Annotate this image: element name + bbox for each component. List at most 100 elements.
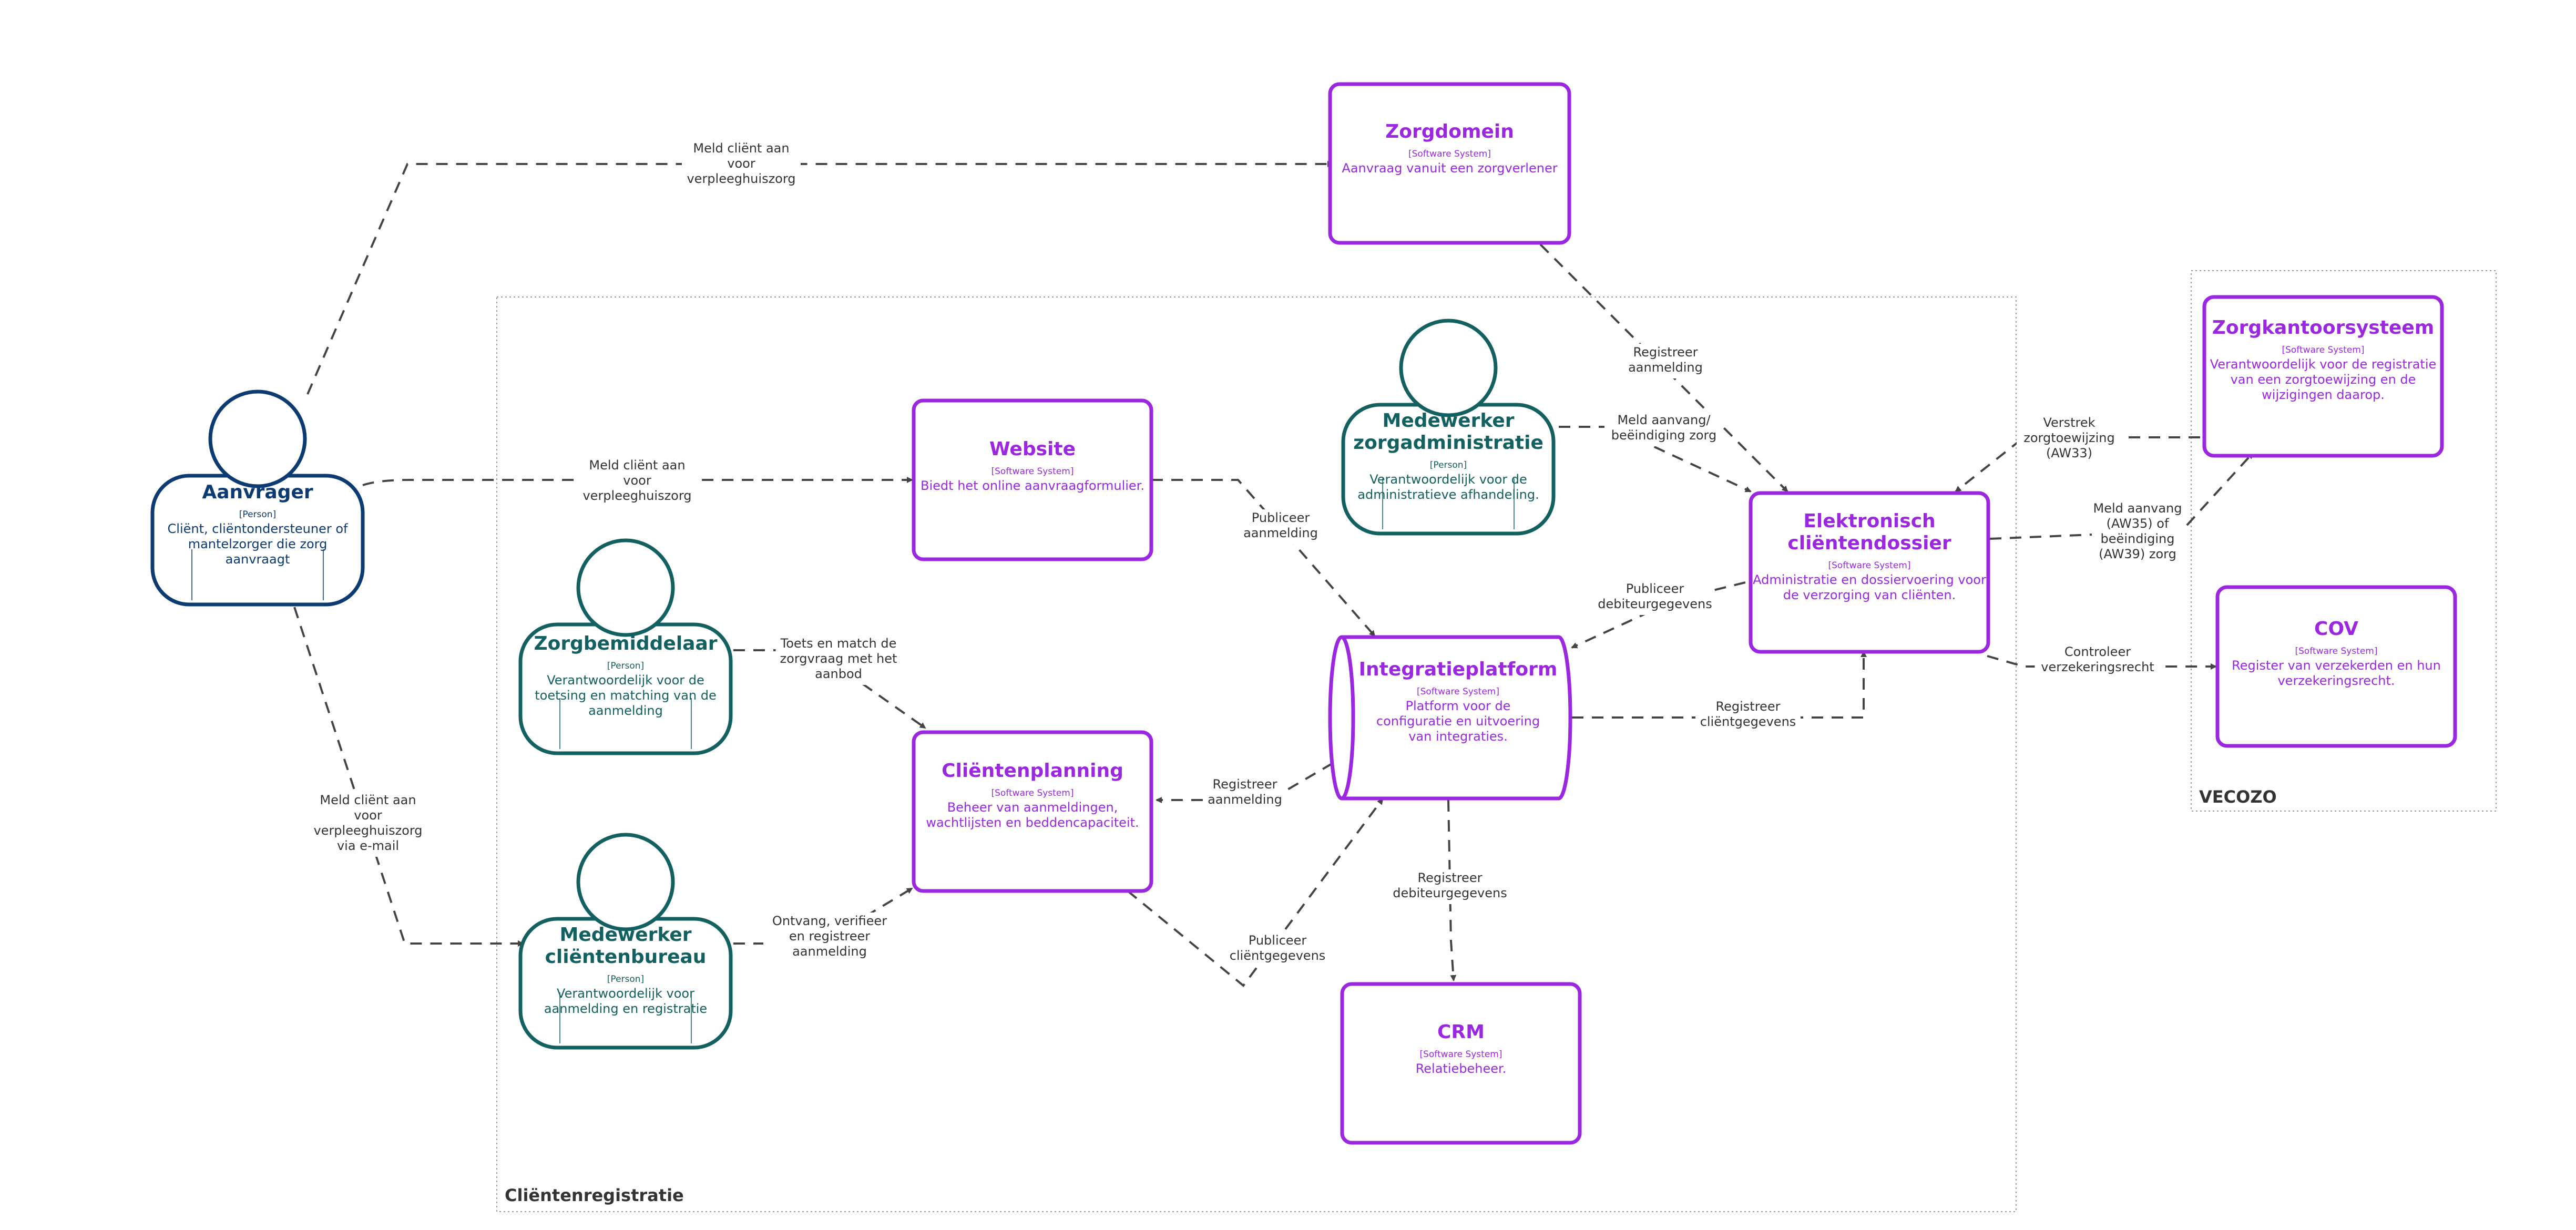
edge-label: Registreer	[1213, 777, 1277, 792]
edge-label: aanmelding	[1208, 792, 1282, 807]
boundary-clientenregistratie: Cliëntenregistratie	[496, 296, 2017, 1212]
node-description: aanmelding en registratie	[544, 1001, 707, 1016]
system-crm[interactable]: CRM[Software System]Relatiebeheer.	[1340, 982, 1582, 1145]
node-description: mantelzorger die zorg	[188, 537, 328, 551]
node-title: Zorgbemiddelaar	[534, 633, 717, 654]
relationships: Meld cliënt aanvoorverpleeghuiszorgMeld …	[293, 140, 2254, 987]
node-type: [Software System]	[1417, 686, 1499, 697]
edge-label-bg	[2017, 414, 2122, 464]
edge-label: aanmelding	[1628, 360, 1703, 375]
edge-label: aanmelding	[792, 944, 867, 959]
edge-label: beëindiging zorg	[1611, 428, 1716, 443]
edge-label: Publiceer	[1626, 581, 1684, 596]
node-type: [Software System]	[991, 788, 1074, 798]
edge-label: (AW39) zorg	[2099, 547, 2176, 561]
node-type: [Software System]	[2282, 345, 2364, 355]
system-clientenplanning[interactable]: Cliëntenplanning[Software System]Beheer …	[912, 730, 1153, 893]
edge-label-bg	[1391, 869, 1509, 904]
node-description: Cliënt, cliëntondersteuner of	[168, 521, 348, 536]
node-type: [Person]	[1430, 460, 1467, 470]
node-description: Verantwoordelijk voor	[557, 986, 694, 1001]
edge-label: Ontvang, verifieer	[772, 914, 887, 928]
system-box	[2202, 295, 2444, 458]
edge-label-bg	[1596, 580, 1714, 615]
node-title: Website	[989, 438, 1076, 460]
system-integratieplatform[interactable]: Integratieplatform[Software System]Platf…	[1328, 635, 1572, 801]
system-zorgkantoorsysteem[interactable]: Zorgkantoorsysteem [Software System] Veran…	[2202, 295, 2444, 458]
edge-label: cliëntgegevens	[1700, 714, 1796, 729]
system-box	[1749, 491, 1990, 654]
edge-label: aanmelding	[1243, 526, 1318, 540]
person-aanvrager[interactable]: Aanvrager[Person]Cliënt, cliëntondersteu…	[150, 390, 365, 607]
edge-label-bg	[775, 635, 902, 685]
system-box	[912, 730, 1153, 893]
system-box	[1340, 982, 1582, 1145]
edge-label-bg	[1242, 509, 1320, 544]
node-type: [Software System]	[2295, 646, 2377, 657]
node-description: verzekeringsrecht.	[2277, 673, 2395, 688]
node-type: [Software System]	[991, 466, 1074, 477]
edge-line	[1151, 479, 1376, 637]
edge-line	[1539, 243, 1788, 493]
node-description: de verzorging van cliënten.	[1783, 588, 1956, 602]
node-title: CRM	[1437, 1021, 1485, 1043]
node-title: Medewerker	[1383, 410, 1515, 432]
node-type: [Software System]	[1408, 149, 1491, 159]
node-type: [Software System]	[1828, 560, 1910, 571]
node-description: wachtlijsten en beddencapaciteit.	[926, 815, 1139, 830]
edge-label: via e-mail	[337, 838, 399, 853]
system-zorgdomein[interactable]: Zorgdomein[Software System]Aanvraag vanu…	[1328, 82, 1571, 245]
elements: Zorgdomein[Software System]Aanvraag vanu…	[150, 82, 2457, 1145]
edge-line	[1127, 798, 1384, 987]
edge-label-bg	[763, 913, 896, 962]
edge-label: Toets en match de	[780, 636, 897, 651]
node-title: Aanvrager	[202, 481, 313, 503]
edge-label-bg	[2035, 643, 2161, 678]
person-medewerker-clientenbureau[interactable]: Medewerkercliëntenbureau[Person]Verantwo…	[518, 833, 733, 1050]
boundary-label-vecozo: VECOZO	[2199, 787, 2277, 807]
edge-label: en registreer	[789, 929, 870, 944]
edge-label: verzekeringsrecht	[2041, 660, 2154, 674]
edge-label-bg	[682, 140, 801, 190]
person-head-icon	[576, 538, 675, 637]
person-zorgbemiddelaar[interactable]: Zorgbemiddelaar[Person]Verantwoordelijk …	[518, 538, 733, 755]
node-title: Zorgkantoorsysteem	[2212, 317, 2435, 339]
edge-label: Registreer	[1716, 699, 1781, 714]
node-description: configuratie en uitvoering	[1376, 714, 1540, 729]
edge-label: verpleeghuiszorg	[582, 488, 691, 503]
node-title: Integratieplatform	[1359, 659, 1558, 680]
node-description: Verantwoordelijk voor de	[1369, 472, 1527, 487]
node-title: Medewerker	[560, 924, 692, 946]
node-title: zorgadministratie	[1353, 432, 1543, 454]
node-description: Administratie en dossiervoering voor	[1753, 572, 1986, 587]
edge-label-bg	[1627, 344, 1704, 378]
edge-label-bg	[1206, 776, 1284, 811]
edge-line	[293, 607, 524, 947]
edge-label-bg	[1604, 412, 1723, 446]
node-description: Relatiebeheer.	[1416, 1061, 1507, 1076]
node-description: aanvraagt	[226, 552, 290, 567]
system-box	[2215, 585, 2457, 748]
system-website[interactable]: Website[Software System]Biedt het online…	[912, 398, 1153, 561]
edge-label: Publiceer	[1252, 510, 1310, 525]
system-box	[912, 398, 1153, 561]
person-head-icon	[576, 833, 675, 931]
edge-zorgadmin-ecd: Meld aanvang/beëindiging zorg	[1559, 412, 1752, 493]
edge-label: verpleeghuiszorg	[313, 823, 422, 838]
system-cov[interactable]: COV[Software System]Register van verzeke…	[2215, 585, 2457, 748]
node-type: [Person]	[607, 974, 644, 985]
edge-label: Meld cliënt aan	[320, 793, 416, 807]
node-description: Verantwoordelijk voor de registratie	[2210, 357, 2437, 372]
